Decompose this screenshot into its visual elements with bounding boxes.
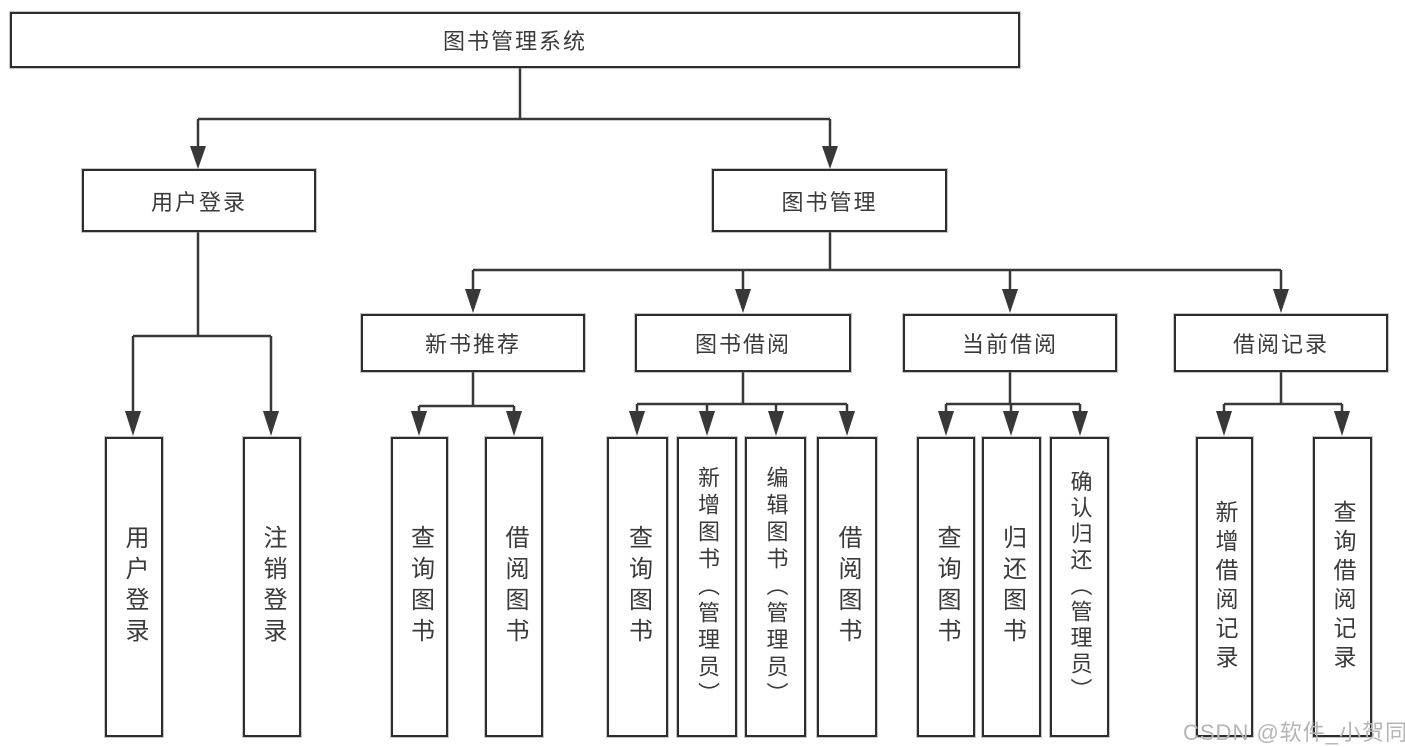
leaf-return-book: 归还图书 — [982, 437, 1041, 737]
connector-current-borrow — [944, 372, 1082, 411]
node-label: 当前借阅 — [961, 332, 1058, 357]
csdn-watermark: CSDN @软件_小贺同学 — [1183, 720, 1405, 745]
leaf-borrow-book-1: 借阅图书 — [485, 437, 543, 737]
connector-book-borrow — [635, 372, 849, 411]
node-book-borrow: 图书借阅 — [635, 314, 851, 372]
leaf-label: 查询图书 — [624, 525, 652, 649]
connector-new-recommend — [417, 372, 516, 411]
leaf-label: 借阅图书 — [501, 525, 528, 649]
node-label: 新书推荐 — [424, 332, 521, 357]
connector-user-login — [131, 232, 273, 411]
leaf-user-login: 用户登录 — [105, 437, 163, 737]
node-book-management: 图书管理 — [712, 169, 947, 232]
leaf-label: 确认归还（管理员） — [1067, 470, 1093, 704]
leaf-query-book-3: 查询图书 — [917, 437, 975, 737]
node-current-borrow: 当前借阅 — [903, 314, 1117, 372]
leaf-edit-book-admin: 编辑图书（管理员） — [745, 437, 806, 737]
node-label: 图书借阅 — [694, 332, 791, 357]
leaf-confirm-return-admin: 确认归还（管理员） — [1050, 437, 1109, 737]
node-label: 用户登录 — [150, 189, 247, 215]
leaf-label: 新增借阅记录 — [1212, 500, 1238, 674]
leaf-label: 借阅图书 — [834, 525, 861, 649]
connector-borrow-records — [1222, 372, 1344, 411]
leaf-add-borrow-record: 新增借阅记录 — [1196, 437, 1253, 737]
connector-root-stem — [196, 68, 832, 146]
leaf-label: 归还图书 — [998, 525, 1026, 649]
node-label: 图书管理 — [781, 189, 878, 215]
leaf-label: 查询图书 — [406, 525, 434, 649]
leaf-label: 查询借阅记录 — [1330, 500, 1356, 674]
arrowheads — [125, 146, 1350, 436]
leaf-label: 查询图书 — [933, 525, 960, 649]
leaf-label: 编辑图书（管理员） — [763, 465, 789, 709]
connector-book-management — [471, 232, 1283, 289]
node-label: 借阅记录 — [1232, 332, 1329, 357]
leaf-borrow-book-2: 借阅图书 — [817, 437, 877, 737]
leaf-add-book-admin: 新增图书（管理员） — [677, 437, 737, 737]
leaf-query-book-2: 查询图书 — [607, 437, 668, 737]
leaf-label: 注销登录 — [259, 525, 286, 649]
node-user-login-module: 用户登录 — [82, 169, 316, 232]
node-new-book-recommend: 新书推荐 — [361, 314, 585, 372]
node-borrow-records: 借阅记录 — [1174, 314, 1388, 372]
leaf-query-book-1: 查询图书 — [391, 437, 448, 737]
leaf-logout: 注销登录 — [243, 437, 301, 737]
node-root: 图书管理系统 — [10, 12, 1020, 68]
node-root-label: 图书管理系统 — [442, 29, 587, 54]
leaf-label: 用户登录 — [121, 525, 148, 649]
leaf-label: 新增图书（管理员） — [695, 465, 720, 709]
leaf-query-borrow-record: 查询借阅记录 — [1313, 437, 1372, 737]
